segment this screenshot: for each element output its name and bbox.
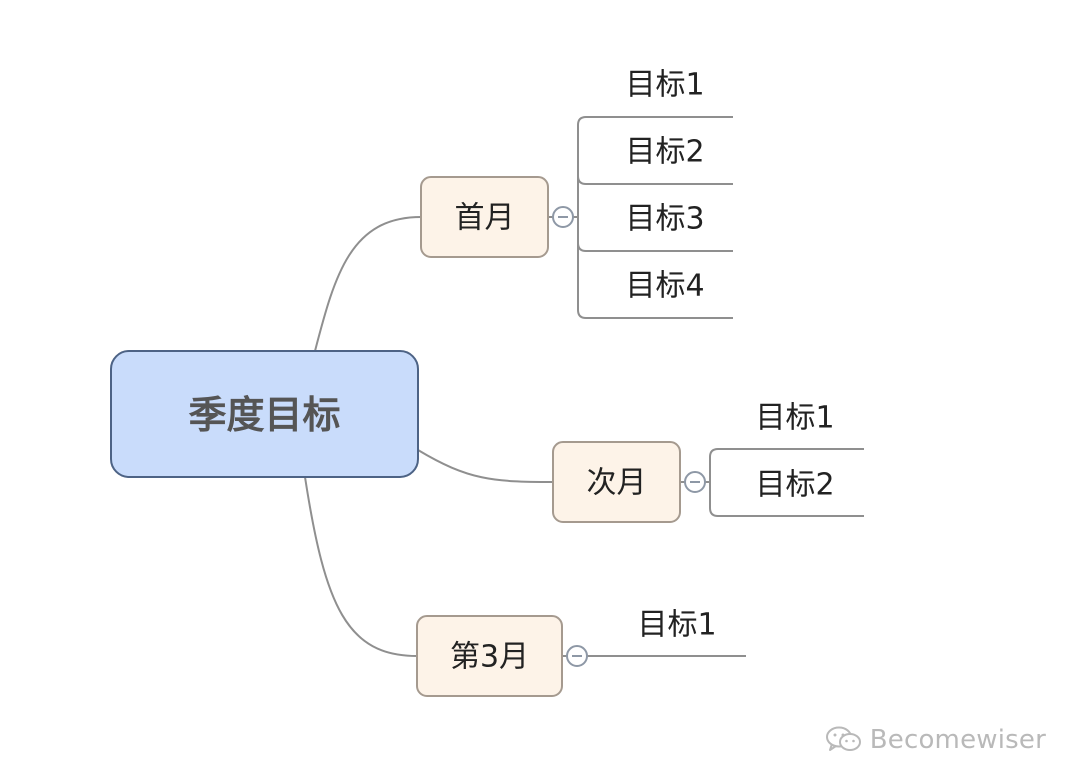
watermark: Becomewiser [824, 722, 1046, 758]
child-bracket [577, 116, 587, 319]
branch-connector-layer [548, 116, 864, 657]
root-node[interactable]: 季度目标 [110, 350, 419, 478]
branch-node[interactable]: 第3月 [416, 615, 563, 697]
child-node-label[interactable]: 目标2 [755, 468, 834, 503]
root-to-branch-connector [417, 449, 554, 483]
collapse-minus-icon[interactable] [552, 206, 574, 228]
child-underline [577, 242, 733, 252]
root-node-label: 季度目标 [188, 393, 340, 437]
branch-node-label: 第3月 [450, 640, 529, 675]
wechat-icon [825, 726, 861, 751]
watermark-text: Becomewiser [869, 725, 1046, 755]
branch-node[interactable]: 次月 [552, 441, 681, 523]
branch-node-box [420, 176, 549, 258]
branch-node-box [552, 441, 681, 523]
child-bracket [709, 448, 719, 517]
root-to-branch-connector [304, 476, 418, 657]
root-node-box [110, 350, 419, 478]
child-node-label[interactable]: 目标1 [755, 401, 834, 436]
collapse-minus-icon[interactable] [566, 645, 588, 667]
child-node-label[interactable]: 目标4 [625, 269, 704, 304]
branch-node[interactable]: 首月 [420, 176, 549, 258]
child-node-label[interactable]: 目标1 [637, 608, 716, 643]
child-node-label[interactable]: 目标2 [625, 135, 704, 170]
collapse-minus-icon[interactable] [684, 471, 706, 493]
child-node-label[interactable]: 目标1 [625, 68, 704, 103]
root-to-branch-connector [314, 216, 422, 352]
child-underline [577, 175, 733, 185]
branch-node-label: 首月 [455, 201, 515, 236]
branch-node-label: 次月 [587, 466, 647, 501]
branch-node-box [416, 615, 563, 697]
connector-layer [304, 216, 554, 657]
child-node-label[interactable]: 目标3 [625, 202, 704, 237]
